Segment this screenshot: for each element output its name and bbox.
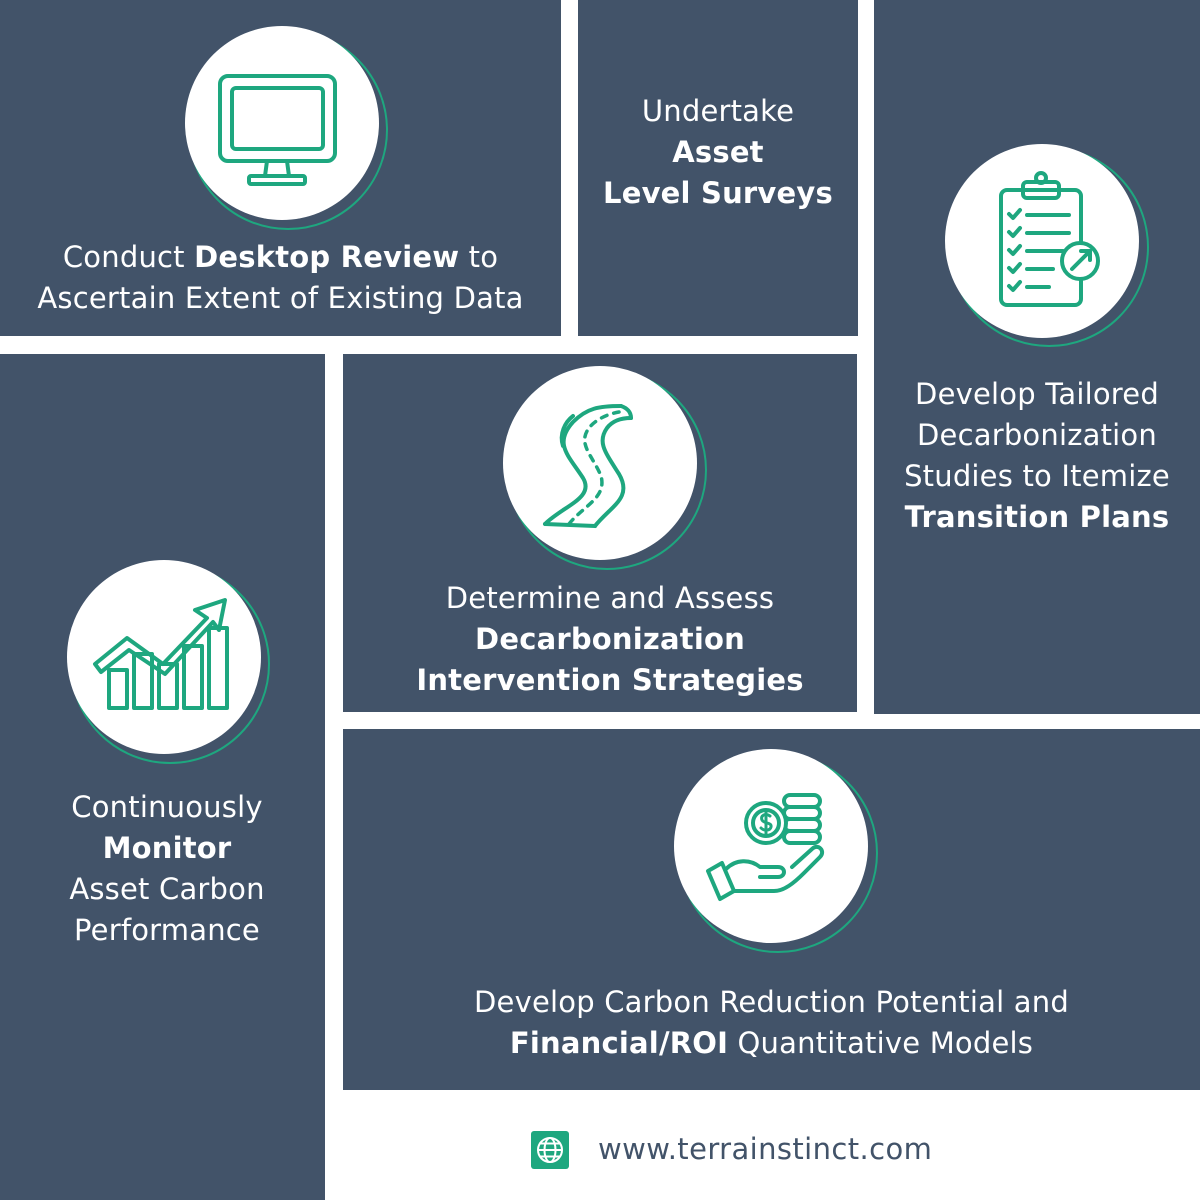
surveys-line1: Undertake bbox=[641, 94, 795, 128]
desktop-review-bold: Desktop Review bbox=[194, 240, 460, 274]
globe-icon bbox=[531, 1131, 569, 1169]
panel-asset-surveys: Undertake Asset Level Surveys bbox=[578, 0, 858, 336]
website-link[interactable]: www.terrainstinct.com bbox=[598, 1132, 933, 1166]
models-post: Quantitative Models bbox=[728, 1026, 1034, 1060]
monitor-line3: Asset Carbon bbox=[69, 872, 265, 906]
transition-line2: Decarbonization bbox=[917, 418, 1157, 452]
growth-chart-icon bbox=[67, 560, 261, 754]
panel-monitor: Continuously Monitor Asset Carbon Perfor… bbox=[0, 354, 325, 1200]
transition-line3: Studies to Itemize bbox=[904, 459, 1170, 493]
hand-coins-icon bbox=[674, 749, 868, 943]
panel-transition-plans: Develop Tailored Decarbonization Studies… bbox=[874, 0, 1200, 714]
monitor-icon bbox=[185, 26, 379, 220]
transition-line1: Develop Tailored bbox=[915, 377, 1159, 411]
desktop-review-line2: Ascertain Extent of Existing Data bbox=[37, 281, 524, 315]
desktop-review-pre: Conduct bbox=[62, 240, 195, 274]
models-bold: Financial/ROI bbox=[509, 1026, 729, 1060]
surveys-line2: Asset bbox=[672, 135, 764, 169]
surveys-text: Undertake Asset Level Surveys bbox=[578, 91, 858, 214]
strategies-line1: Determine and Assess bbox=[445, 581, 775, 615]
monitor-bold: Monitor bbox=[102, 831, 232, 865]
models-line1: Develop Carbon Reduction Potential and bbox=[474, 985, 1069, 1019]
strategies-bold2: Intervention Strategies bbox=[416, 663, 804, 697]
panel-desktop-review: Conduct Desktop Review to Ascertain Exte… bbox=[0, 0, 561, 336]
desktop-review-post: to bbox=[459, 240, 499, 274]
monitor-line4: Performance bbox=[74, 913, 260, 947]
transition-bold: Transition Plans bbox=[904, 500, 1170, 534]
panel-strategies: Determine and Assess Decarbonization Int… bbox=[343, 354, 857, 712]
strategies-text: Determine and Assess Decarbonization Int… bbox=[353, 578, 867, 701]
panel-models: Develop Carbon Reduction Potential and F… bbox=[343, 729, 1200, 1090]
road-icon bbox=[503, 366, 697, 560]
transition-plans-text: Develop Tailored Decarbonization Studies… bbox=[874, 374, 1200, 538]
surveys-line3: Level Surveys bbox=[603, 176, 833, 210]
footer-bar bbox=[343, 1090, 1198, 1198]
clipboard-checklist-icon bbox=[945, 144, 1139, 338]
strategies-bold1: Decarbonization bbox=[475, 622, 745, 656]
monitor-text: Continuously Monitor Asset Carbon Perfor… bbox=[0, 787, 334, 951]
models-text: Develop Carbon Reduction Potential and F… bbox=[343, 982, 1200, 1064]
desktop-review-text: Conduct Desktop Review to Ascertain Exte… bbox=[0, 237, 561, 319]
monitor-line1: Continuously bbox=[71, 790, 263, 824]
